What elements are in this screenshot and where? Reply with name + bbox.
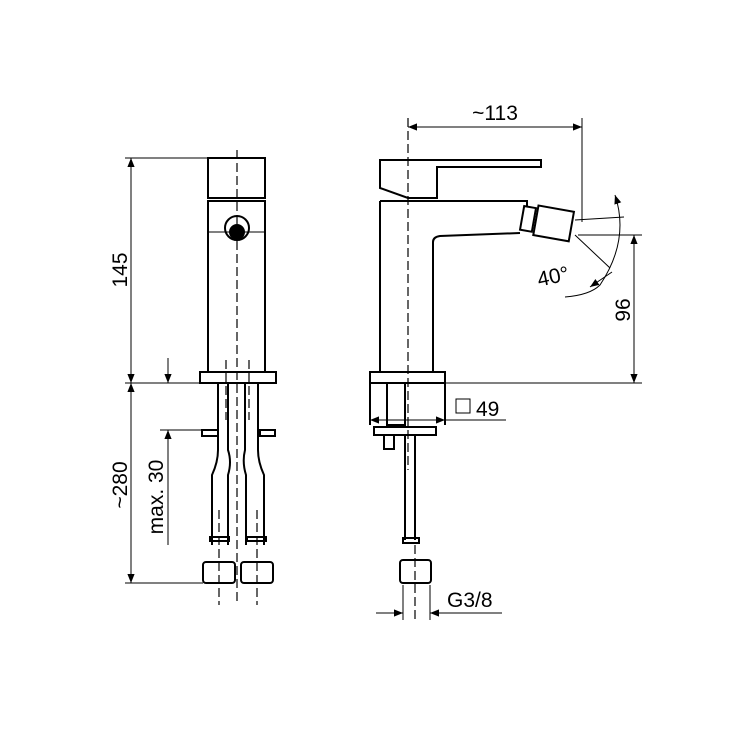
dim-thread: G3/8 <box>447 589 493 612</box>
lever <box>379 159 542 199</box>
hose-left <box>211 383 231 545</box>
dim-base: 49 <box>476 398 499 421</box>
square-symbol-icon <box>455 398 471 414</box>
dim-below-deck: ~280 <box>109 461 132 508</box>
hose-right <box>242 383 265 545</box>
body-spout <box>379 200 528 372</box>
dim-angle: 40° <box>535 262 571 291</box>
dim-reach: ~113 <box>472 102 518 125</box>
base-plate <box>369 371 446 384</box>
front-view: 145 ~280 max. 30 <box>109 150 277 605</box>
side-view: 40° ~113 96 49 G3/8 <box>369 102 642 620</box>
dim-max-deck: max. 30 <box>145 460 168 535</box>
dim-height: 145 <box>109 252 132 287</box>
lever-block <box>207 157 266 199</box>
base-plate <box>199 371 277 384</box>
bidet-nozzle <box>518 204 576 243</box>
dim-nozzle-height: 96 <box>612 298 635 321</box>
